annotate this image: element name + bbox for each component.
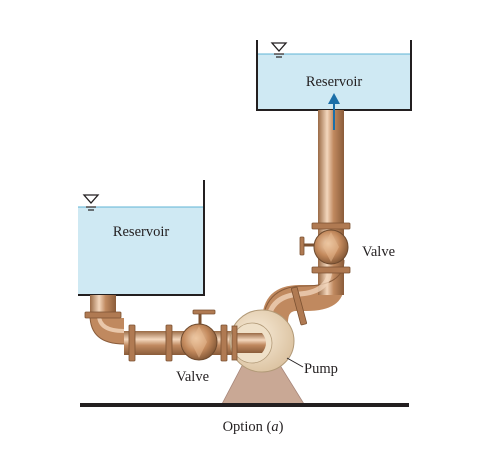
lower-reservoir-walls: [78, 180, 205, 296]
pump-leader-line: [286, 357, 304, 368]
upper-reservoir-label: Reservoir: [306, 74, 363, 90]
free-surface-triangle-icon: [82, 194, 100, 211]
ground-line: [80, 403, 409, 407]
upper-valve: [299, 229, 349, 265]
figure-caption: Option (a): [223, 419, 284, 435]
discharge-pipe: [261, 110, 351, 331]
caption-suffix: ): [279, 419, 284, 435]
flow-arrow-icon: [328, 93, 340, 130]
lower-valve-label: Valve: [176, 369, 209, 385]
upper-valve-label: Valve: [362, 244, 395, 260]
free-surface-triangle-icon: [270, 42, 288, 58]
caption-option: a: [271, 419, 278, 435]
pump-label: Pump: [304, 361, 338, 377]
lower-reservoir-water: [78, 207, 204, 295]
caption-prefix: Option (: [223, 419, 272, 435]
lower-reservoir-label: Reservoir: [113, 224, 170, 240]
lower-valve: [180, 309, 218, 361]
suction-pipe: [84, 295, 236, 362]
pump: [229, 309, 295, 373]
lower-reservoir: Reservoir: [78, 180, 205, 296]
